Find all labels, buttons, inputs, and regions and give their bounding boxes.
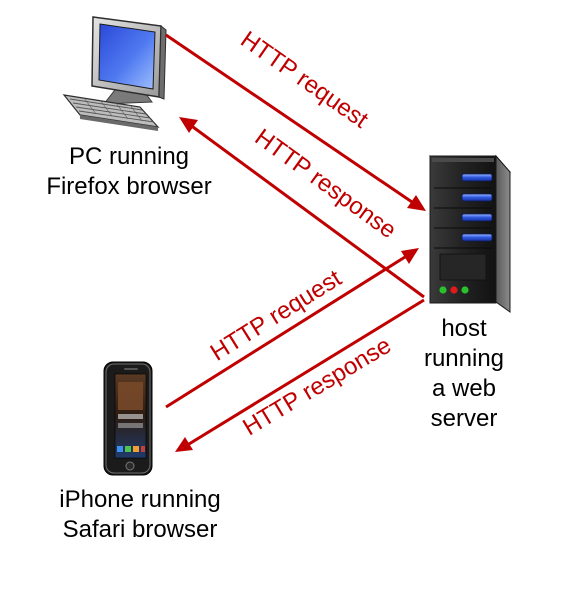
arrow-iphone-response — [175, 298, 425, 452]
arrow-iphone-request — [165, 248, 419, 409]
iphone-caption-line2: Safari browser — [62, 516, 218, 543]
server-caption-line1: host — [441, 315, 487, 342]
server-caption-line4: server — [430, 405, 498, 432]
label-iphone-request: HTTP request — [206, 265, 347, 367]
web-server-icon — [428, 154, 512, 313]
label-pc-request: HTTP request — [236, 26, 374, 134]
iphone-caption-line1: iPhone running — [59, 486, 221, 513]
pc-caption-line1: PC running — [68, 143, 190, 170]
iphone-icon — [103, 361, 153, 476]
server-caption: host running a web server — [404, 314, 524, 434]
server-caption-line3: a web — [431, 375, 497, 402]
server-caption-line2: running — [423, 345, 505, 372]
iphone-caption: iPhone running Safari browser — [30, 485, 250, 545]
pc-caption: PC running Firefox browser — [18, 142, 240, 202]
pc-caption-line2: Firefox browser — [46, 173, 212, 200]
arrow-pc-request — [165, 33, 426, 211]
pc-computer-icon — [62, 16, 167, 131]
